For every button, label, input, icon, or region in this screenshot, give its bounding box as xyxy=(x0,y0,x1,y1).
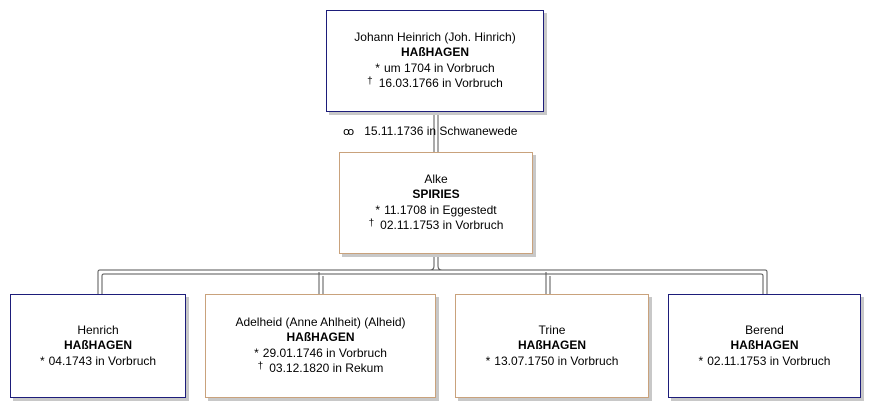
child-birth: 04.1743 in Vorbruch xyxy=(48,353,157,368)
person-child-adelheid[interactable]: Adelheid (Anne Ahlheit) (Alheid) HAßHAGE… xyxy=(205,294,436,398)
birth-icon: * xyxy=(698,353,704,368)
mother-given-name: Alke xyxy=(424,171,448,186)
birth-icon: * xyxy=(375,60,380,75)
father-surname: HAßHAGEN xyxy=(401,45,469,59)
child-birth: 02.11.1753 in Vorbruch xyxy=(707,353,831,368)
person-child-henrich[interactable]: Henrich HAßHAGEN *04.1743 in Vorbruch xyxy=(10,294,186,398)
father-birth: um 1704 in Vorbruch xyxy=(383,60,495,75)
marriage-info: ꝏ 15.11.1736 in Schwanewede xyxy=(343,124,517,138)
child-given-name: Henrich xyxy=(77,322,119,337)
child-given-name: Adelheid (Anne Ahlheit) (Alheid) xyxy=(235,314,406,329)
child-surname: HAßHAGEN xyxy=(286,330,355,344)
person-mother[interactable]: Alke SPIRIES *11.1708 in Eggestedt † 02.1… xyxy=(339,152,533,254)
mother-birth-line: *11.1708 in Eggestedt xyxy=(375,203,496,219)
child-surname: HAßHAGEN xyxy=(518,338,586,353)
children-stem-curve xyxy=(429,265,435,271)
child-death: 03.12.1820 in Rekum xyxy=(269,361,384,375)
child-surname: HAßHAGEN xyxy=(64,338,132,353)
children-stem-curve xyxy=(437,265,443,271)
father-given-name: Johann Heinrich (Joh. Hinrich) xyxy=(354,29,516,44)
child-birth-line: *02.11.1753 in Vorbruch xyxy=(699,354,831,370)
father-death-line: † 16.03.1766 in Vorbruch xyxy=(367,76,503,93)
person-child-berend[interactable]: Berend HAßHAGEN *02.11.1753 in Vorbruch xyxy=(668,294,861,398)
child-birth-line: *13.07.1750 in Vorbruch xyxy=(486,354,619,370)
child-birth: 29.01.1746 in Vorbruch xyxy=(262,345,387,360)
child-birth-line: *04.1743 in Vorbruch xyxy=(40,354,156,370)
child-given-name: Trine xyxy=(538,322,566,337)
mother-birth: 11.1708 in Eggestedt xyxy=(384,202,497,217)
father-death: 16.03.1766 in Vorbruch xyxy=(378,76,503,90)
death-icon: † xyxy=(368,218,375,229)
birth-icon: * xyxy=(485,353,491,368)
birth-icon: * xyxy=(39,353,45,368)
mother-death: 02.11.1753 in Vorbruch xyxy=(380,218,504,232)
birth-icon: * xyxy=(254,345,259,360)
child-death-line: † 03.12.1820 in Rekum xyxy=(258,361,384,378)
death-icon: † xyxy=(257,361,264,372)
mother-surname: SPIRIES xyxy=(412,187,460,201)
marriage-text: 15.11.1736 in Schwanewede xyxy=(364,124,518,138)
marriage-rings-icon: ꝏ xyxy=(343,126,355,138)
child-birth-line: *29.01.1746 in Vorbruch xyxy=(254,346,387,362)
child-surname: HAßHAGEN xyxy=(730,338,799,353)
father-birth-line: *um 1704 in Vorbruch xyxy=(375,61,494,77)
person-child-trine[interactable]: Trine HAßHAGEN *13.07.1750 in Vorbruch xyxy=(455,294,649,398)
person-father[interactable]: Johann Heinrich (Joh. Hinrich) HAßHAGEN … xyxy=(326,10,544,112)
mother-death-line: † 02.11.1753 in Vorbruch xyxy=(369,218,504,235)
death-icon: † xyxy=(367,76,373,87)
child-birth: 13.07.1750 in Vorbruch xyxy=(494,353,619,368)
birth-icon: * xyxy=(375,202,381,217)
child-given-name: Berend xyxy=(745,322,784,337)
